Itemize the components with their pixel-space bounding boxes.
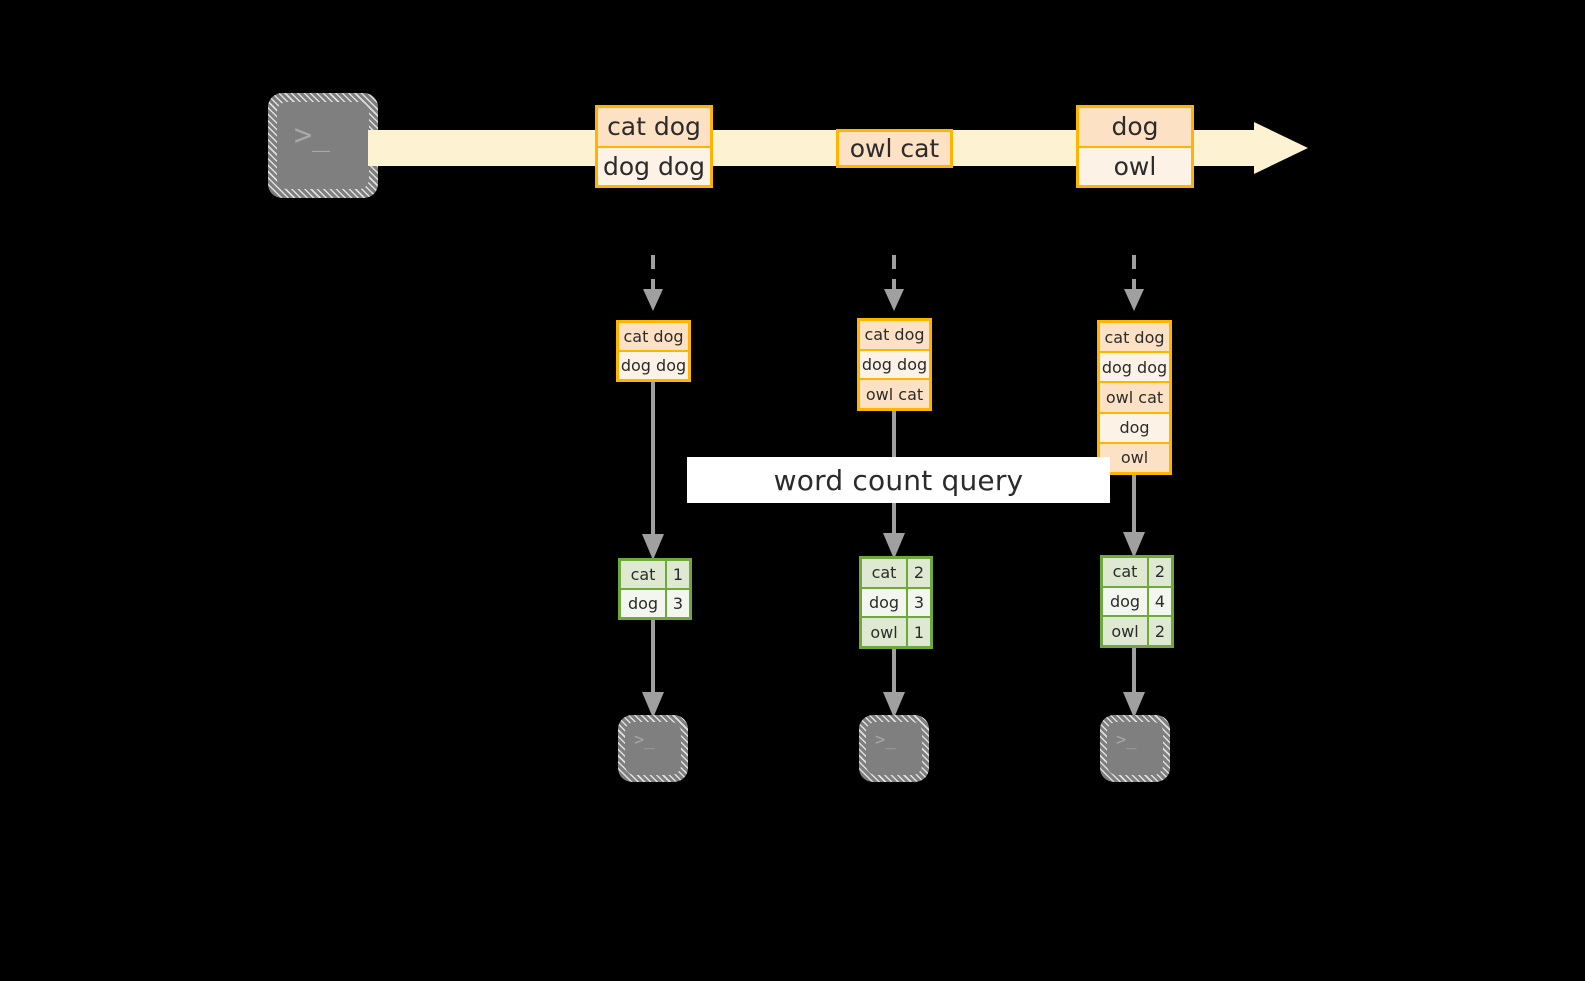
snapshot-3-sink-terminal-icon: >_ [1100,715,1170,782]
terminal-body [277,102,369,189]
terminal-prompt-glyph: >_ [1116,730,1137,750]
snapshot-2-output-arrow-icon [883,649,905,718]
input-line: cat dog [619,323,688,350]
input-line: dog [1100,411,1169,442]
input-line: cat dog [860,321,929,349]
count-cell: 4 [1147,587,1171,616]
snapshot-1-output-arrow-icon [642,620,664,718]
input-line: cat dog [1100,323,1169,352]
query-label-banner: word count query [687,457,1110,503]
record-line: owl [1079,145,1191,185]
table-row: dog 3 [862,586,930,617]
input-line: dog dog [860,348,929,379]
terminal-body [625,722,681,775]
source-terminal-icon: >_ [268,93,378,198]
snapshot-2-sink-terminal-icon: >_ [859,715,929,782]
record-line: dog [1079,108,1191,146]
terminal-prompt-glyph: >_ [875,730,896,750]
table-row: dog 4 [1103,585,1171,616]
count-cell: 2 [906,559,930,587]
table-row: dog 3 [621,588,689,617]
snapshot-1-inbound-dashed-arrow-icon [643,255,663,311]
count-cell: 3 [906,588,930,617]
snapshot-1-result-table: cat 1 dog 3 [618,558,692,620]
snapshot-1-input-box: cat dog dog dog [616,320,691,382]
table-row: owl 2 [1103,615,1171,646]
table-row: cat 1 [621,561,689,588]
terminal-prompt-glyph: >_ [634,730,655,750]
snapshot-1-sink-terminal-icon: >_ [618,715,688,782]
stream-record-group-1: cat dog dog dog [595,105,713,188]
word-cell: cat [1103,558,1147,586]
terminal-body [1107,722,1163,775]
snapshot-3-inbound-dashed-arrow-icon [1124,255,1144,311]
terminal-prompt-glyph: >_ [294,118,331,153]
snapshot-2-inbound-dashed-arrow-icon [884,255,904,311]
table-row: owl 1 [862,616,930,647]
record-line: owl cat [839,132,950,165]
snapshot-1-query-arrow-icon [642,382,664,560]
table-row: cat 2 [862,559,930,587]
snapshot-3-result-table: cat 2 dog 4 owl 2 [1100,555,1174,648]
count-cell: 3 [665,590,689,617]
input-line: owl [1100,441,1169,473]
word-cell: cat [621,561,665,588]
word-cell: owl [862,618,906,647]
query-label-text: word count query [773,463,1024,497]
record-line: dog dog [598,145,710,185]
input-line: owl cat [1100,381,1169,412]
count-cell: 2 [1147,558,1171,586]
input-line: owl cat [860,378,929,409]
snapshot-2-result-table: cat 2 dog 3 owl 1 [859,556,933,649]
word-cell: dog [1103,587,1147,616]
word-cell: cat [862,559,906,587]
count-cell: 1 [906,618,930,647]
snapshot-2-input-box: cat dog dog dog owl cat [857,318,932,411]
snapshot-3-query-arrow-icon [1123,475,1145,558]
word-cell: dog [862,588,906,617]
stream-record-group-3: dog owl [1076,105,1194,188]
word-cell: dog [621,590,665,617]
count-cell: 1 [665,561,689,588]
table-row: cat 2 [1103,558,1171,586]
record-line: cat dog [598,108,710,146]
stream-record-group-2: owl cat [836,129,953,168]
input-line: dog dog [1100,351,1169,382]
word-cell: owl [1103,617,1147,646]
snapshot-3-input-box: cat dog dog dog owl cat dog owl [1097,320,1172,475]
snapshot-3-output-arrow-icon [1123,648,1145,718]
count-cell: 2 [1147,617,1171,646]
terminal-body [866,722,922,775]
input-line: dog dog [619,350,688,379]
